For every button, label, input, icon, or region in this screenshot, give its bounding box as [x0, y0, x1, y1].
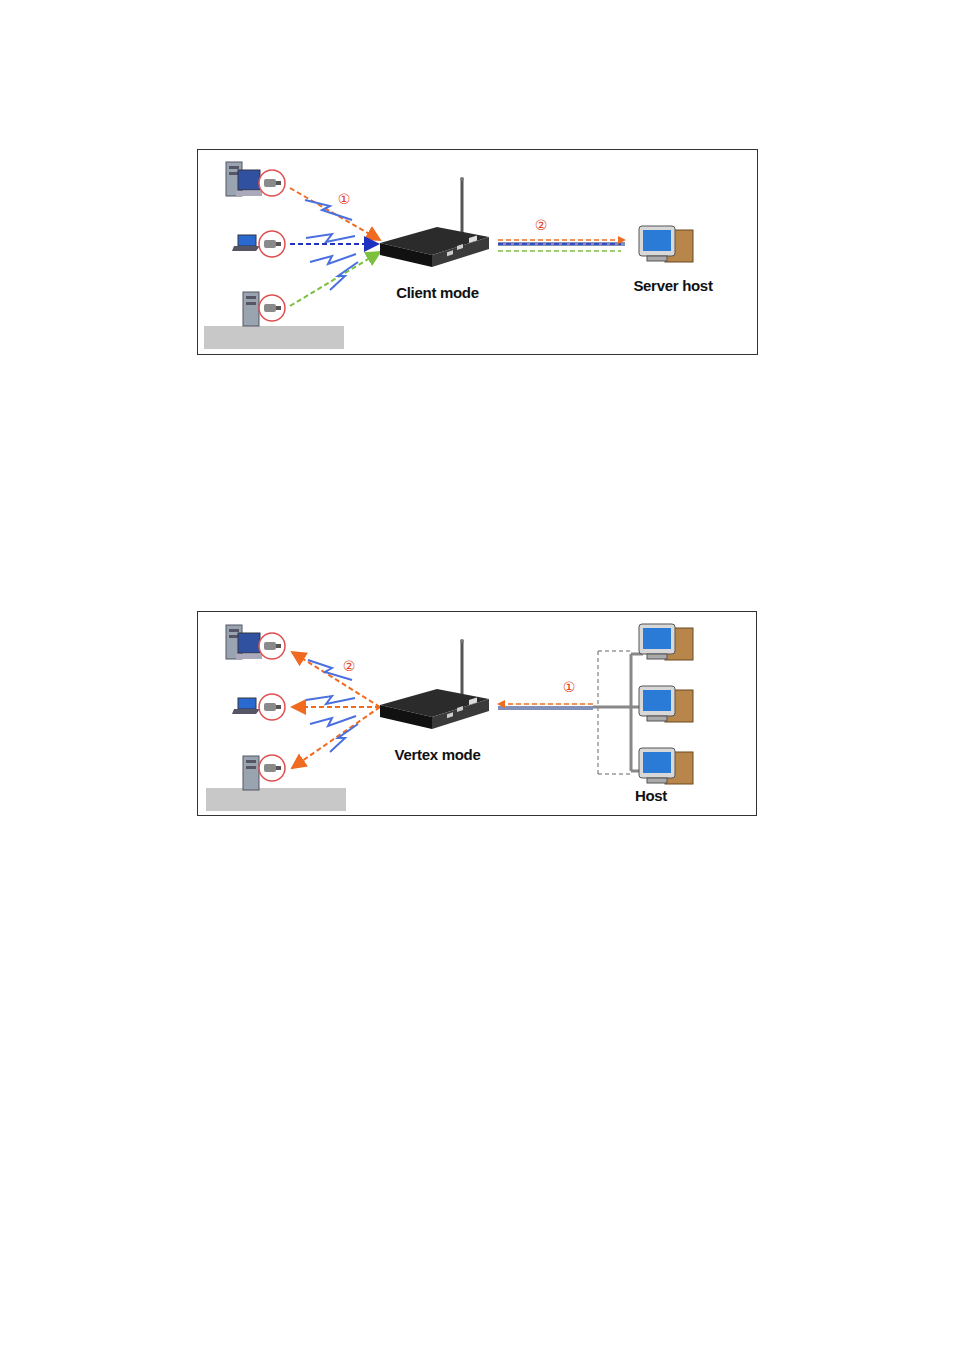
device-node: Vertex mode [377, 637, 498, 765]
device-label: Client mode [377, 284, 498, 301]
hosts-icon [593, 616, 703, 806]
device-label: Server host [625, 277, 721, 294]
link-connector [498, 704, 593, 708]
caption-bar [206, 788, 346, 811]
callout-number: ② [342, 658, 357, 674]
panel-frame [198, 150, 758, 355]
device-node: Host [593, 616, 709, 806]
wireless-links [290, 188, 380, 306]
device-node: Client mode [377, 175, 498, 303]
callout-number: ① [337, 191, 352, 207]
vertex-devices [226, 625, 285, 790]
router-icon [377, 637, 492, 765]
router-icon [377, 175, 492, 303]
client-devices [226, 162, 285, 326]
device-label: Host [593, 787, 709, 804]
device-label: Vertex mode [377, 746, 498, 763]
caption-bar [204, 326, 344, 349]
callout-number: ② [534, 217, 549, 233]
link-connector [498, 240, 625, 251]
callout-number: ① [562, 679, 577, 695]
device-node: Server host [625, 218, 721, 296]
panel-frame [198, 612, 757, 816]
wireless-links [292, 652, 380, 768]
